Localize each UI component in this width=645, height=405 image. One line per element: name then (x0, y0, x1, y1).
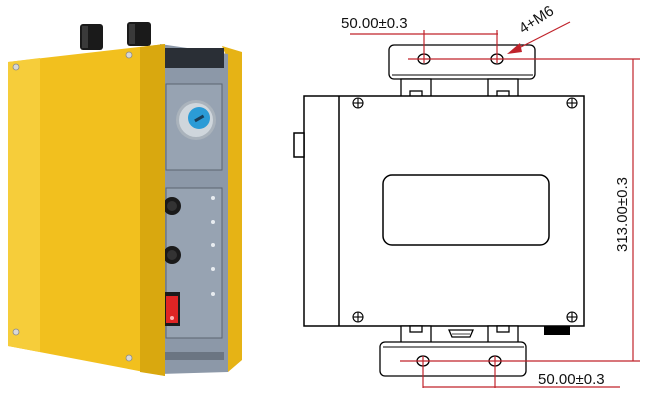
top-mounting-bracket (388, 44, 536, 98)
connector-block (544, 326, 570, 335)
power-rocker-switch (164, 292, 180, 326)
key-switch (176, 100, 216, 140)
top-hole-spacing-label: 50.00±0.3 (341, 15, 408, 32)
selector-knob-2 (163, 246, 181, 264)
m6-leader-arrowhead (507, 43, 522, 54)
enclosure-body-outline (293, 95, 585, 327)
overall-height-label: 313.00±0.3 (614, 177, 631, 252)
selector-knob-1 (163, 197, 181, 215)
screws (12, 51, 133, 362)
control-box-illustration (8, 22, 242, 376)
bottom-mounting-bracket (379, 325, 527, 377)
cable-gland-right (127, 22, 151, 46)
screw-symbols (352, 97, 578, 323)
technical-drawing: 50.00±0.3 4+M6 313.00±0.3 50.00±0.3 (270, 0, 645, 400)
enclosure-front-cover (8, 44, 165, 376)
enclosure-side-flange (222, 46, 242, 372)
bottom-hole-spacing-label: 50.00±0.3 (538, 371, 605, 388)
dimension-lines (350, 21, 640, 388)
dimension-drawing: 50.00±0.3 4+M6 313.00±0.3 50.00±0.3 (293, 2, 640, 388)
cable-gland-left (80, 24, 103, 50)
product-photo (0, 0, 260, 400)
indicator-lights (211, 196, 215, 296)
